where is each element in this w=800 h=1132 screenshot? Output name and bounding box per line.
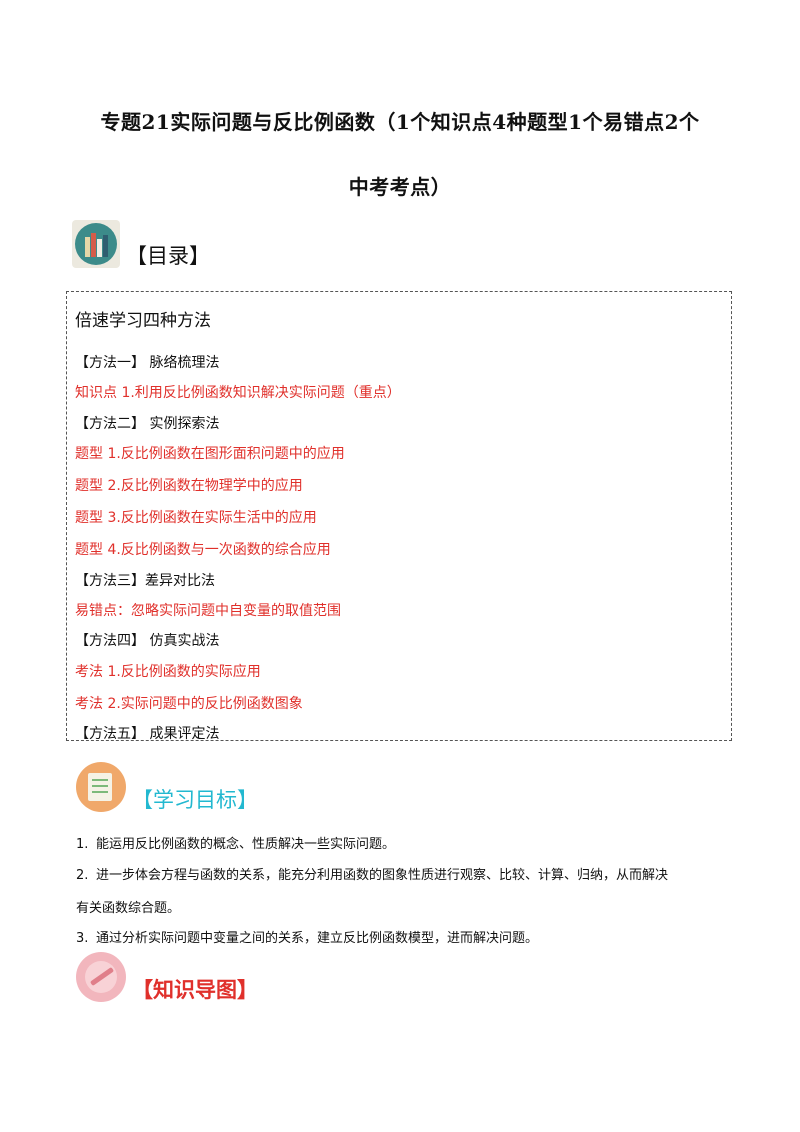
toc-item: 易错点：忽略实际问题中自变量的取值范围 bbox=[75, 603, 341, 619]
goal-item: 3. 通过分析实际问题中变量之间的关系，建立反比例函数模型，进而解决问题。 bbox=[76, 927, 538, 946]
goals-section-header: 【学习目标】 bbox=[76, 762, 258, 812]
page-title-line-2: 中考考点） bbox=[348, 175, 452, 199]
toc-item: 题型 4.反比例函数与一次函数的综合应用 bbox=[75, 542, 331, 558]
toc-item: 题型 2.反比例函数在物理学中的应用 bbox=[75, 478, 303, 494]
toc-item: 题型 1.反比例函数在图形面积问题中的应用 bbox=[75, 446, 345, 462]
goal-item: 2. 进一步体会方程与函数的关系，能充分利用函数的图象性质进行观察、比较、计算、归… bbox=[76, 864, 668, 883]
toc-label: 【目录】 bbox=[126, 244, 210, 268]
ruler-icon bbox=[76, 952, 126, 1002]
goal-number: 3. bbox=[76, 931, 89, 946]
toc-item: 【方法三】差异对比法 bbox=[75, 573, 215, 589]
toc-item: 考法 1.反比例函数的实际应用 bbox=[75, 664, 261, 680]
goal-number: 2. bbox=[76, 868, 89, 883]
goal-text: 有关函数综合题。 bbox=[76, 901, 181, 916]
goal-text: 进一步体会方程与函数的关系，能充分利用函数的图象性质进行观察、比较、计算、归纳，… bbox=[96, 868, 669, 883]
toc-item: 题型 3.反比例函数在实际生活中的应用 bbox=[75, 510, 317, 526]
goal-item-continuation: 有关函数综合题。 bbox=[76, 897, 180, 916]
goal-number: 1. bbox=[76, 837, 89, 852]
knowledge-map-label: 【知识导图】 bbox=[132, 978, 258, 1002]
toc-box: 倍速学习四种方法 【方法一】 脉络梳理法 知识点 1.利用反比例函数知识解决实际… bbox=[66, 291, 732, 742]
toc-item: 【方法四】 仿真实战法 bbox=[75, 633, 220, 649]
goal-text: 通过分析实际问题中变量之间的关系，建立反比例函数模型，进而解决问题。 bbox=[96, 931, 539, 946]
goal-item: 1. 能运用反比例函数的概念、性质解决一些实际问题。 bbox=[76, 833, 395, 852]
toc-item: 考法 2.实际问题中的反比例函数图象 bbox=[75, 696, 303, 712]
toc-heading: 倍速学习四种方法 bbox=[75, 311, 211, 331]
page-title-line-1: 专题21实际问题与反比例函数（1个知识点4种题型1个易错点2个 bbox=[100, 110, 700, 134]
toc-item: 【方法一】 脉络梳理法 bbox=[75, 355, 220, 371]
toc-item: 知识点 1.利用反比例函数知识解决实际问题（重点） bbox=[75, 385, 401, 401]
knowledge-map-section-header: 【知识导图】 bbox=[76, 952, 258, 1002]
toc-item: 【方法五】 成果评定法 bbox=[75, 726, 220, 742]
notepad-icon bbox=[76, 762, 126, 812]
toc-section-header: 【目录】 bbox=[72, 220, 210, 268]
goal-text: 能运用反比例函数的概念、性质解决一些实际问题。 bbox=[96, 837, 396, 852]
books-icon bbox=[72, 220, 120, 268]
goals-label: 【学习目标】 bbox=[132, 788, 258, 812]
toc-item: 【方法二】 实例探索法 bbox=[75, 416, 220, 432]
